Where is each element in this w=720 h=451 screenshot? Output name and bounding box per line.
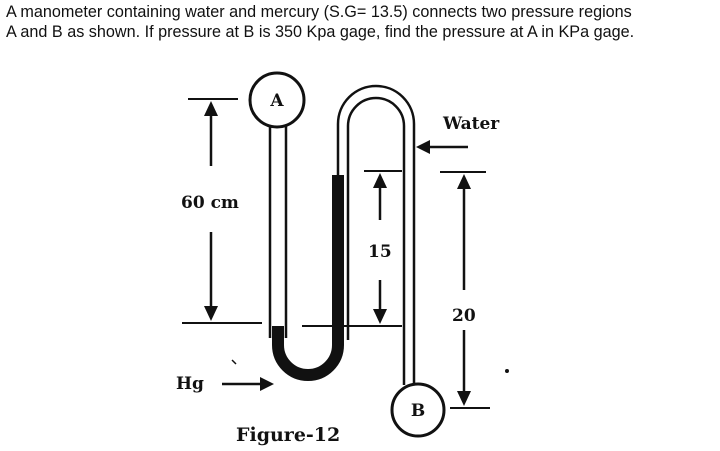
dim-15-arrow-down (373, 309, 387, 324)
dim-20-arrow-up (457, 174, 471, 189)
figure-caption: Figure-12 (236, 424, 340, 446)
dim-20-label: 20 (452, 306, 476, 326)
dim-60-label: 60 cm (181, 193, 239, 213)
bulb-a (248, 71, 306, 129)
dim-15-label: 15 (368, 242, 392, 262)
hg-label: Hg (176, 374, 204, 394)
bulb-b-label: B (411, 401, 425, 421)
scan-mark-1 (231, 359, 237, 365)
u-tube-inner-wall (346, 96, 406, 385)
bulb-a-label: A (269, 91, 284, 111)
scan-mark-2 (505, 369, 509, 373)
water-label: Water (442, 114, 500, 134)
problem-statement: A manometer containing water and mercury… (6, 2, 718, 42)
problem-line-1: A manometer containing water and mercury… (6, 3, 632, 21)
dim-20-arrow-down (457, 391, 471, 406)
mercury-column (272, 175, 344, 381)
u-tube-outer-wall (336, 84, 416, 385)
dim-60-arrow-up (204, 101, 218, 116)
hg-pointer-arrowhead (260, 377, 274, 391)
dim-60-arrow-down (204, 306, 218, 321)
dim-15-arrow-up (373, 173, 387, 188)
problem-line-2: A and B as shown. If pressure at B is 35… (6, 23, 635, 41)
water-pointer-arrowhead (416, 140, 430, 154)
bulb-b (390, 382, 446, 438)
